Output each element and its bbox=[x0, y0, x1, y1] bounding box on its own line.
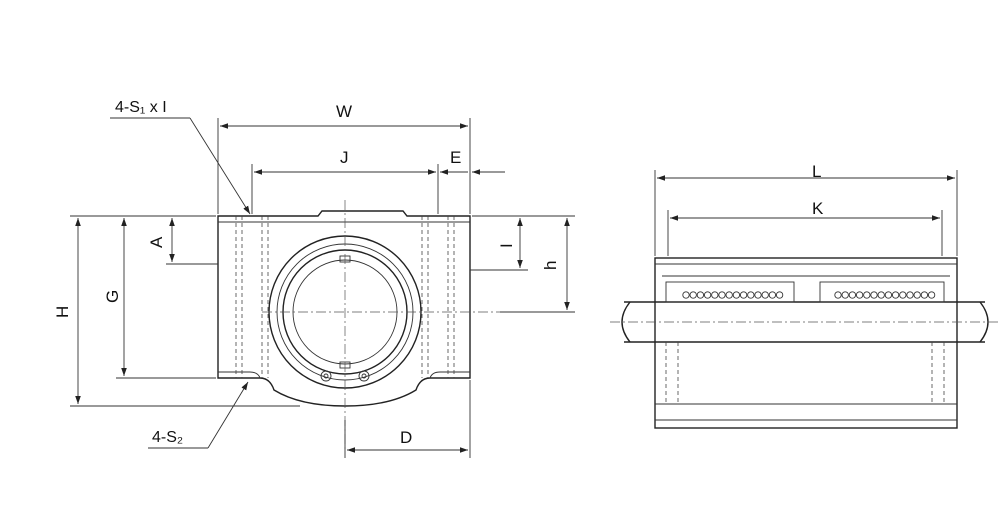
right-bolt-holes bbox=[421, 216, 455, 378]
bearing-ball bbox=[899, 291, 907, 299]
right-foot bbox=[429, 371, 470, 379]
label-E: E bbox=[450, 148, 461, 167]
bearing-ball bbox=[732, 291, 741, 299]
bearing-ball bbox=[891, 291, 900, 299]
bearing-ball bbox=[906, 291, 914, 299]
bearing-ball bbox=[863, 291, 871, 299]
bearing-ball bbox=[775, 291, 784, 299]
bearing-ball bbox=[848, 291, 857, 299]
bearing-ball bbox=[703, 291, 712, 299]
bearing-ball bbox=[870, 291, 878, 299]
label-J: J bbox=[340, 148, 349, 167]
bearing-ball bbox=[834, 291, 842, 299]
bearing-ball bbox=[920, 291, 929, 299]
label-W: W bbox=[336, 102, 352, 121]
label-I: I bbox=[497, 243, 516, 248]
bearing-ball bbox=[711, 291, 719, 299]
clip-eye-right-inner bbox=[361, 373, 367, 379]
clip-eye-right bbox=[358, 370, 370, 382]
ball-row-left bbox=[682, 291, 784, 299]
bearing-ball bbox=[841, 291, 849, 299]
housing-outline bbox=[217, 210, 471, 407]
bearing-right bbox=[819, 281, 945, 303]
bearing-ball bbox=[747, 291, 755, 299]
bearing-ball bbox=[718, 291, 726, 299]
bearing-ball bbox=[761, 291, 769, 299]
label-A: A bbox=[147, 236, 166, 248]
bearing-ball bbox=[927, 291, 936, 299]
bearing-ball bbox=[689, 291, 697, 299]
bearing-ball bbox=[754, 291, 762, 299]
shaft-break-left bbox=[621, 301, 631, 343]
bearing-ball bbox=[855, 291, 864, 299]
clip-eye-left-inner bbox=[323, 373, 329, 379]
ball-row-right bbox=[834, 291, 936, 299]
bearing-ball bbox=[739, 291, 748, 299]
label-L: L bbox=[812, 162, 821, 181]
label-H: H bbox=[53, 306, 72, 318]
bearing-ball bbox=[696, 291, 705, 299]
left-bolt-holes bbox=[235, 216, 269, 378]
bearing-ball bbox=[913, 291, 921, 299]
bearing-ball bbox=[877, 291, 885, 299]
bearing-left bbox=[665, 281, 795, 303]
bearing-ball bbox=[768, 291, 777, 299]
label-h: h bbox=[541, 261, 560, 270]
side-view: L K bbox=[610, 162, 1000, 429]
bearing-ball bbox=[884, 291, 893, 299]
label-S1: 4-S₁ x I bbox=[115, 99, 167, 116]
label-G: G bbox=[103, 290, 122, 303]
bearing-ball bbox=[725, 291, 733, 299]
left-foot bbox=[218, 371, 261, 379]
label-K: K bbox=[812, 199, 824, 218]
bearing-ball bbox=[682, 291, 690, 299]
label-D: D bbox=[400, 428, 412, 447]
label-S2: 4-S₂ bbox=[152, 429, 183, 446]
side-housing-outline bbox=[654, 257, 958, 429]
front-view: W J E A G H I h bbox=[53, 99, 575, 458]
clip-eye-left bbox=[320, 370, 332, 382]
